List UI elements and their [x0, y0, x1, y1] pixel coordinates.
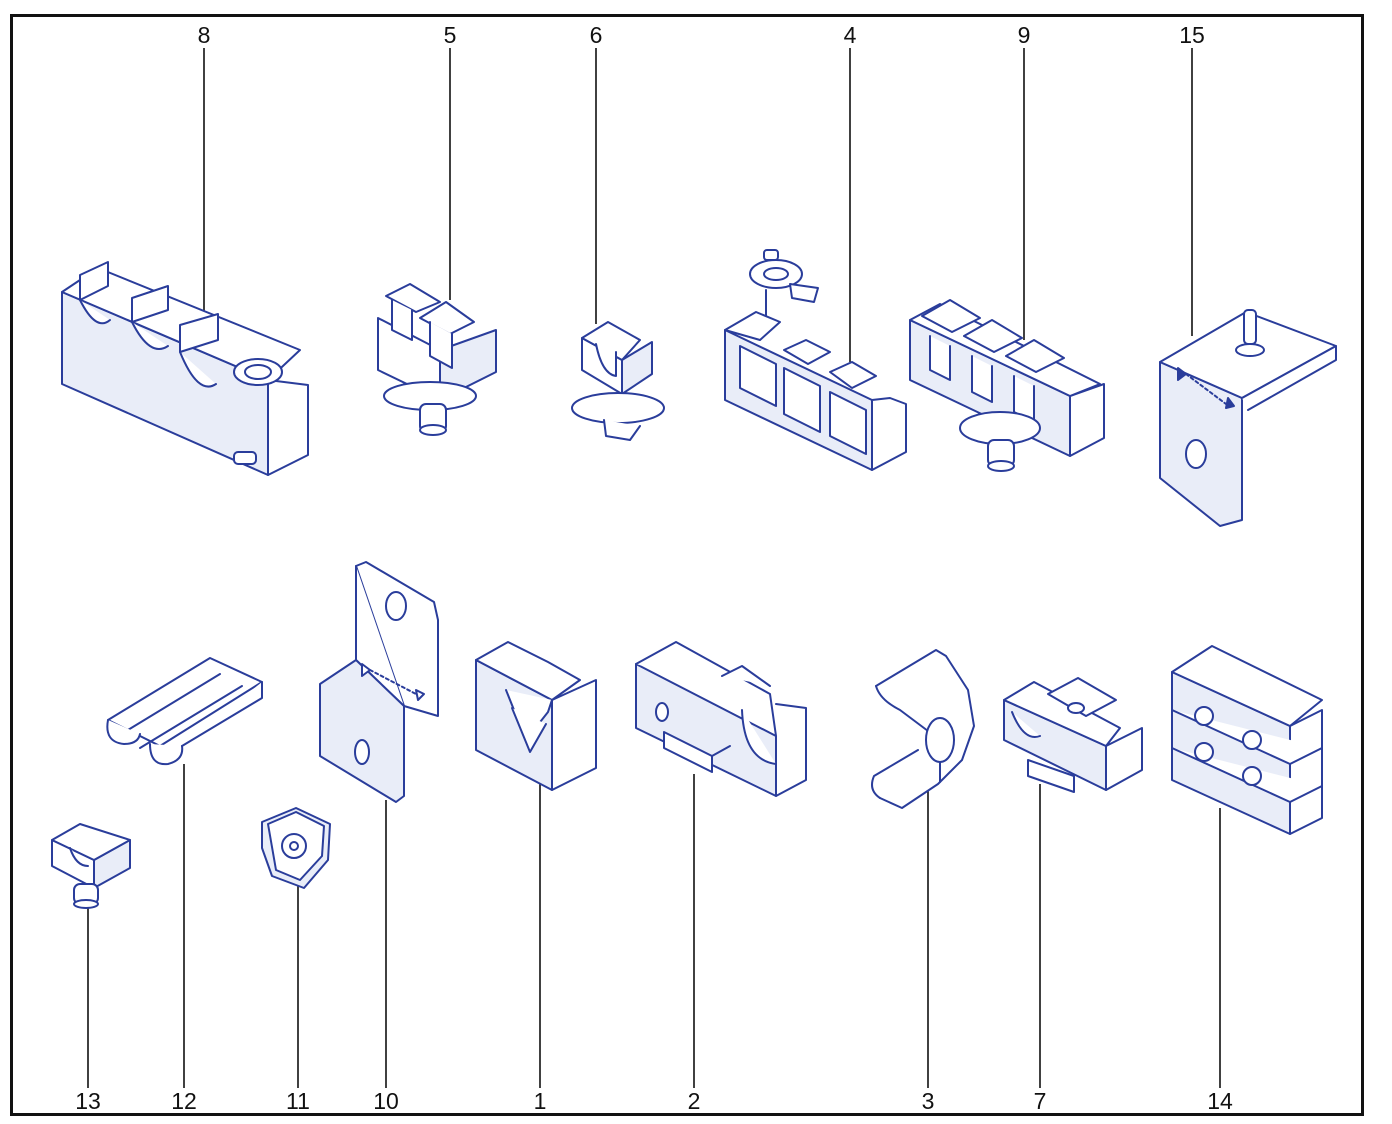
part-7-clip-with-tab [1003, 677, 1143, 793]
callout-label-8: 8 [197, 22, 211, 48]
part-11-nut-plate [261, 807, 331, 889]
callout-label-3: 3 [921, 1088, 935, 1114]
callout-label-13: 13 [75, 1088, 101, 1114]
callout-label-9: 9 [1017, 22, 1031, 48]
callout-label-10: 10 [373, 1088, 399, 1114]
part-8-triple-clip-block [61, 261, 309, 476]
callout-label-7: 7 [1033, 1088, 1047, 1114]
part-6-single-clip-screw [571, 321, 665, 441]
parts-group [51, 249, 1337, 909]
part-3-spring-clip [871, 649, 975, 809]
callout-label-4: 4 [843, 22, 857, 48]
callout-label-5: 5 [443, 22, 457, 48]
part-9-triple-clip-screw [909, 299, 1105, 472]
callout-label-1: 1 [533, 1088, 547, 1114]
part-10-offset-bracket [319, 561, 439, 803]
part-2-hook-block [635, 641, 807, 797]
part-13-small-clip [51, 823, 131, 909]
part-4-multi-clip-with-tie [724, 249, 907, 471]
leader-lines [87, 48, 1221, 1088]
part-12-rail-clip [106, 657, 263, 766]
callout-label-2: 2 [687, 1088, 701, 1114]
part-1-v-notch-block [475, 641, 597, 791]
callout-label-12: 12 [171, 1088, 197, 1114]
callout-label-14: 14 [1207, 1088, 1233, 1114]
part-5-double-clip-screw [377, 283, 497, 436]
part-15-angle-bracket [1159, 309, 1337, 527]
callout-label-15: 15 [1179, 22, 1205, 48]
callout-label-6: 6 [589, 22, 603, 48]
part-14-stacked-block [1171, 645, 1323, 835]
callout-label-11: 11 [286, 1088, 310, 1114]
diagram-frame [10, 14, 1364, 1116]
